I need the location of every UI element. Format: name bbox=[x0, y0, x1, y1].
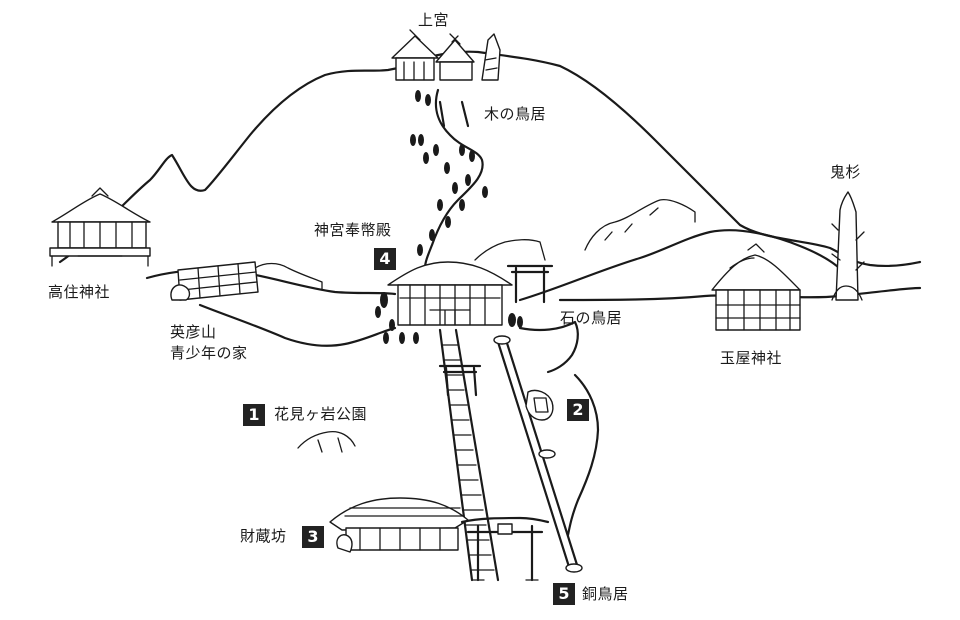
youth-house-building bbox=[170, 261, 259, 301]
marker-4: 4 bbox=[374, 248, 396, 270]
slope-car-line bbox=[493, 335, 583, 573]
rock-near-youth-house bbox=[254, 262, 323, 291]
main-staircase bbox=[438, 328, 500, 582]
hoheiden-building bbox=[375, 261, 523, 344]
trail-trees bbox=[410, 90, 488, 256]
label-onisugi: 鬼杉 bbox=[830, 163, 862, 181]
marker-1: 1 bbox=[243, 404, 265, 426]
label-jingu-hoheiden: 神宮奉幣殿 bbox=[314, 221, 392, 239]
label-kamimiya: 上宮 bbox=[418, 11, 450, 29]
tamaya-shrine bbox=[711, 243, 801, 331]
contour-east-slope bbox=[566, 373, 600, 537]
label-zaizoubou: 財蔵坊 bbox=[240, 527, 287, 545]
rock-upper-right bbox=[584, 199, 696, 251]
rock-center bbox=[474, 239, 546, 261]
ishi-no-torii-gate bbox=[506, 264, 554, 304]
mountain-ridge bbox=[58, 50, 922, 268]
label-ki-no-torii: 木の鳥居 bbox=[484, 105, 547, 123]
contour-right bbox=[518, 229, 852, 302]
onisugi-tree bbox=[831, 191, 865, 301]
label-ishi-no-torii: 石の鳥居 bbox=[560, 309, 623, 327]
trail-upper bbox=[423, 88, 484, 270]
zaizoubou-house bbox=[329, 497, 469, 553]
label-takasumi: 高住神社 bbox=[48, 283, 111, 301]
marker-5: 5 bbox=[553, 583, 575, 605]
rock-upper-right-detail bbox=[604, 207, 659, 241]
label-hanamigaiwa: 花見ヶ岩公園 bbox=[274, 405, 368, 423]
dou-torii-gate bbox=[460, 516, 550, 582]
takasumi-shrine bbox=[49, 187, 151, 267]
kamimiya-shrine bbox=[391, 29, 501, 81]
rock-hanamigaiwa-detail bbox=[317, 437, 343, 453]
marker-2: 2 bbox=[567, 399, 589, 421]
label-dou-torii: 銅鳥居 bbox=[582, 585, 629, 603]
contour-lower-right bbox=[518, 320, 579, 374]
label-youth-house: 英彦山 青少年の家 bbox=[170, 323, 248, 362]
label-tamaya: 玉屋神社 bbox=[720, 349, 783, 367]
ki-no-torii-posts bbox=[438, 100, 470, 128]
contour-lower-left bbox=[198, 303, 397, 347]
rock-hanamigaiwa bbox=[297, 430, 356, 449]
marker-3: 3 bbox=[302, 526, 324, 548]
